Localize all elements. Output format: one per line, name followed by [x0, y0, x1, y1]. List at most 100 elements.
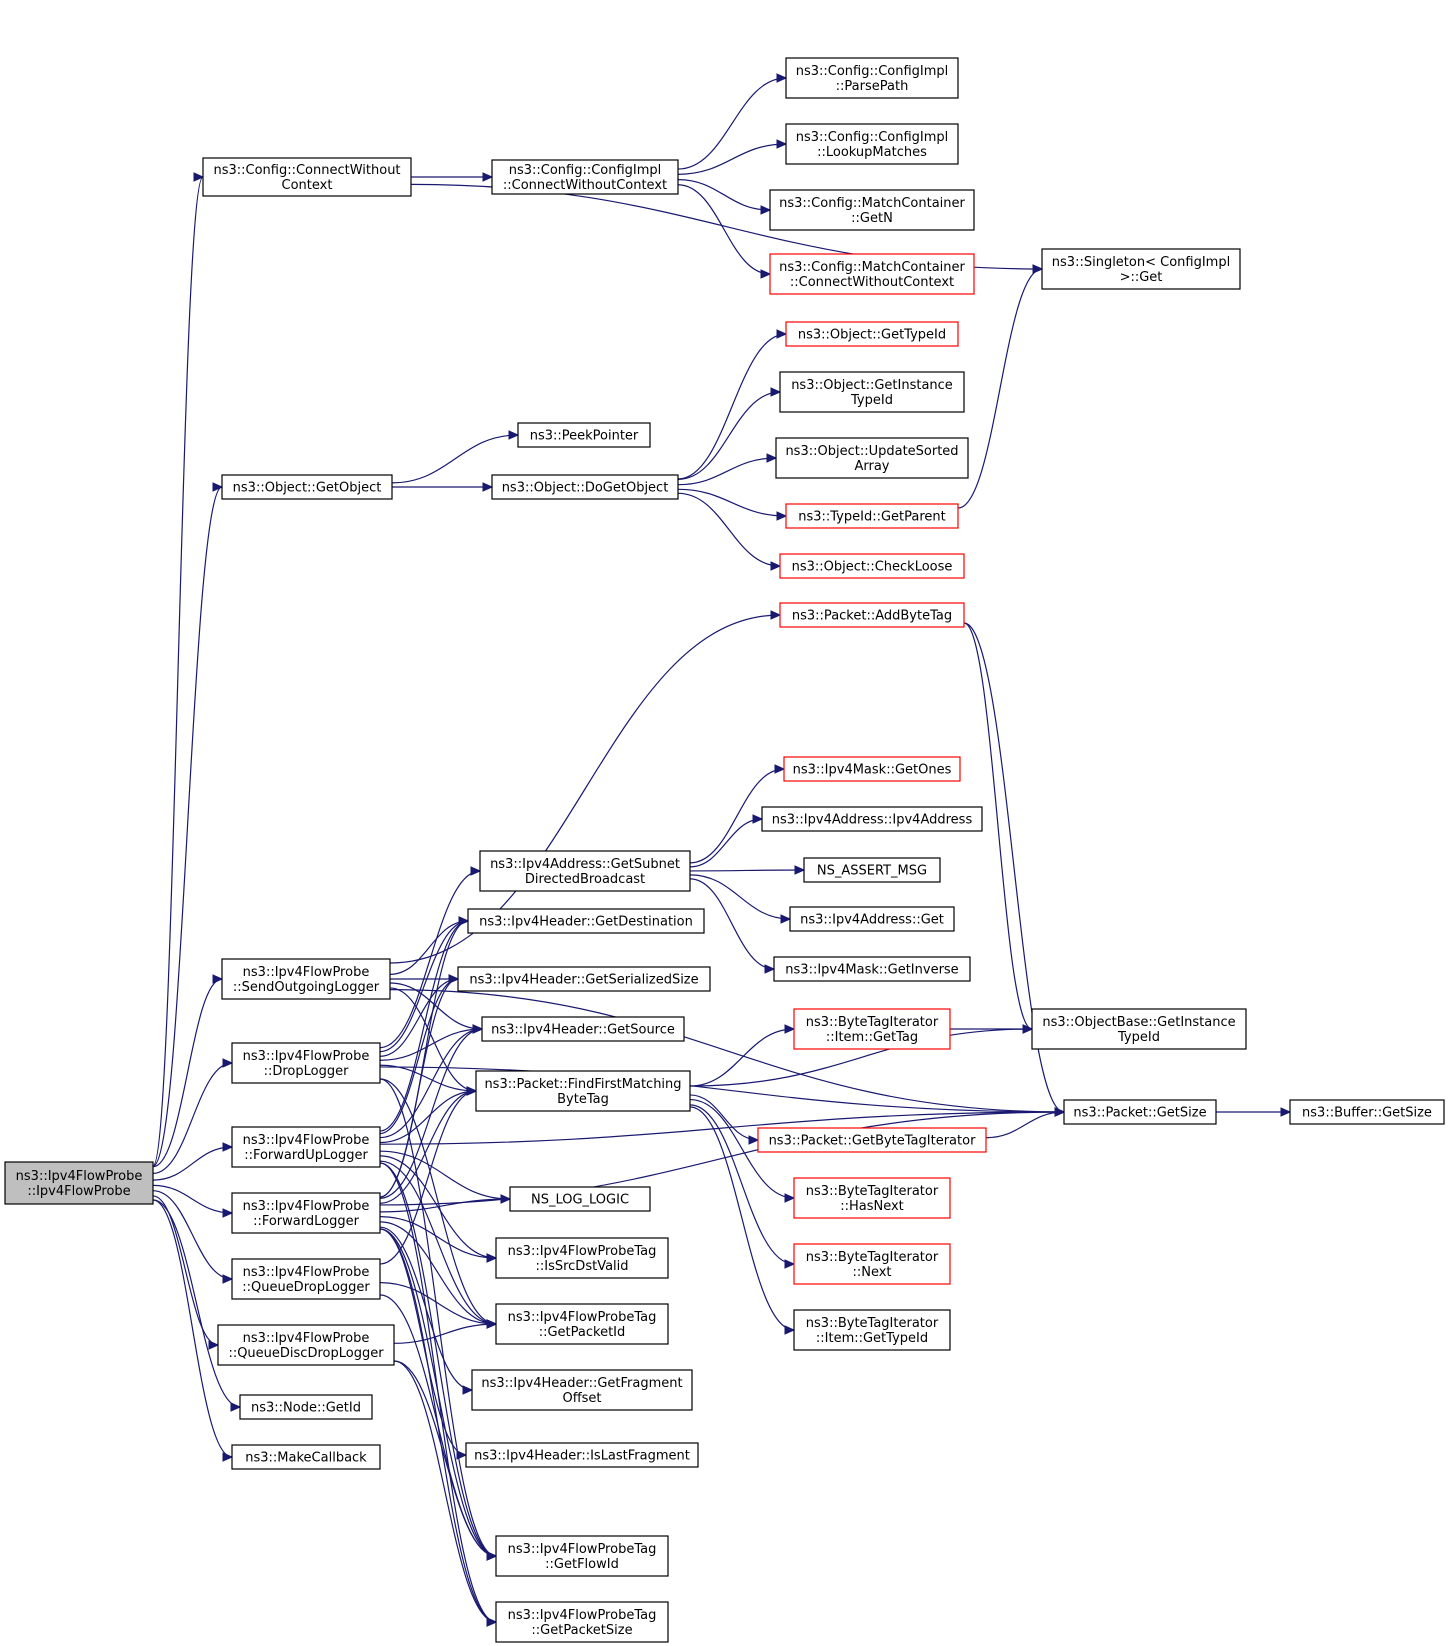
node-btiGetTag[interactable]: ns3::ByteTagIterator::Item::GetTag	[793, 1008, 951, 1050]
node-label-line: DirectedBroadcast	[525, 872, 645, 887]
node-btiGetTypeId[interactable]: ns3::ByteTagIterator::Item::GetTypeId	[793, 1309, 951, 1351]
node-isLastFragment[interactable]: ns3::Ipv4Header::IsLastFragment	[465, 1442, 699, 1468]
arrowhead	[222, 1058, 234, 1068]
node-fwdLogger[interactable]: ns3::Ipv4FlowProbe::ForwardLogger	[231, 1192, 381, 1234]
node-getByteTagIter[interactable]: ns3::Packet::GetByteTagIterator	[757, 1127, 987, 1153]
edge-root-to-dropLogger	[152, 1058, 234, 1174]
node-doGetObject[interactable]: ns3::Object::DoGetObject	[491, 474, 679, 500]
edge-line	[379, 1078, 497, 1557]
arrowhead	[760, 205, 772, 215]
node-root[interactable]: ns3::Ipv4FlowProbe::Ipv4FlowProbe	[4, 1161, 154, 1205]
node-tagGetFlowId[interactable]: ns3::Ipv4FlowProbeTag::GetFlowId	[495, 1535, 669, 1577]
node-label-line: ns3::Object::GetTypeId	[798, 328, 946, 343]
edge-doGetObject-to-checkLoose	[677, 492, 782, 571]
node-ipv4AddrGet[interactable]: ns3::Ipv4Address::Get	[789, 906, 955, 932]
edge-line	[963, 622, 1033, 1030]
node-label-line: NS_ASSERT_MSG	[817, 864, 927, 879]
node-box	[239, 1394, 373, 1420]
node-label-line: ns3::Ipv4FlowProbe	[243, 1331, 370, 1346]
node-box	[773, 956, 971, 982]
node-sendOutgoing[interactable]: ns3::Ipv4FlowProbe::SendOutgoingLogger	[221, 958, 391, 1000]
node-nsAssertMsg[interactable]: NS_ASSERT_MSG	[803, 857, 941, 883]
node-singletonGet[interactable]: ns3::Singleton< ConfigImpl >::Get	[1041, 248, 1241, 290]
node-fwdUpLogger[interactable]: ns3::Ipv4FlowProbe::ForwardUpLogger	[231, 1126, 381, 1168]
node-pktGetSize[interactable]: ns3::Packet::GetSize	[1063, 1099, 1217, 1125]
arrowhead	[448, 974, 460, 984]
node-label-line: ns3::PeekPointer	[530, 429, 639, 444]
node-getSubnetDirected[interactable]: ns3::Ipv4Address::GetSubnetDirectedBroad…	[479, 850, 691, 892]
node-label-line: ns3::ByteTagIterator	[806, 1316, 939, 1331]
arrowhead	[508, 430, 520, 440]
node-bufGetSize[interactable]: ns3::Buffer::GetSize	[1289, 1099, 1445, 1125]
edge-line	[152, 978, 223, 1168]
node-label-line: TypeId	[850, 393, 893, 408]
node-maskGetInverse[interactable]: ns3::Ipv4Mask::GetInverse	[773, 956, 971, 982]
node-typeIdGetParent[interactable]: ns3::TypeId::GetParent	[785, 503, 959, 529]
node-isSrcDstValid[interactable]: ns3::Ipv4FlowProbeTag::IsSrcDstValid	[495, 1237, 669, 1279]
edge-line	[379, 978, 459, 1135]
node-getObject[interactable]: ns3::Object::GetObject	[221, 474, 393, 500]
node-box	[783, 756, 961, 782]
node-label-line: ns3::Config::MatchContainer	[779, 196, 965, 211]
edge-queueDiscDropLogger-to-tagGetFlowId	[393, 1360, 498, 1561]
node-addByteTag[interactable]: ns3::Packet::AddByteTag	[779, 602, 965, 628]
node-maskGetOnes[interactable]: ns3::Ipv4Mask::GetOnes	[783, 756, 961, 782]
node-btiNext[interactable]: ns3::ByteTagIterator::Next	[793, 1243, 951, 1285]
node-btiHasNext[interactable]: ns3::ByteTagIterator::HasNext	[793, 1177, 951, 1219]
edge-line	[379, 1028, 483, 1199]
node-parsePath[interactable]: ns3::Config::ConfigImpl::ParsePath	[785, 57, 959, 99]
node-label-line: ByteTag	[557, 1092, 609, 1107]
edge-line	[389, 920, 469, 975]
node-tagGetPacketSize[interactable]: ns3::Ipv4FlowProbeTag::GetPacketSize	[495, 1601, 669, 1643]
arrowhead	[770, 387, 782, 397]
node-ipv4AddrCtor[interactable]: ns3::Ipv4Address::Ipv4Address	[761, 806, 983, 832]
arrowhead	[748, 1135, 760, 1145]
node-cfgImplConnect[interactable]: ns3::Config::ConfigImpl::ConnectWithoutC…	[491, 159, 679, 195]
edge-line	[379, 1198, 511, 1213]
arrowhead	[784, 1193, 796, 1203]
node-checkLoose[interactable]: ns3::Object::CheckLoose	[779, 553, 965, 579]
edge-queueDropLogger-to-findFirst	[379, 1086, 478, 1265]
node-peekPointer[interactable]: ns3::PeekPointer	[517, 422, 651, 448]
node-tagGetPacketId[interactable]: ns3::Ipv4FlowProbeTag::GetPacketId	[495, 1303, 669, 1345]
node-mcConnect[interactable]: ns3::Config::MatchContainer::ConnectWith…	[769, 253, 975, 295]
edge-line	[677, 333, 787, 480]
node-lookupMatches[interactable]: ns3::Config::ConfigImpl::LookupMatches	[785, 123, 959, 165]
edge-getSubnetDirected-to-maskGetInverse	[689, 878, 776, 974]
node-objGetTypeId[interactable]: ns3::Object::GetTypeId	[785, 321, 959, 347]
edge-cfgConnect-to-cfgImplConnect	[410, 172, 494, 182]
node-box	[517, 422, 651, 448]
node-label-line: ::GetFlowId	[545, 1557, 619, 1572]
node-box	[231, 1192, 381, 1234]
node-makeCallback[interactable]: ns3::MakeCallback	[231, 1444, 381, 1470]
node-dropLogger[interactable]: ns3::Ipv4FlowProbe::DropLogger	[231, 1042, 381, 1084]
node-label-line: ::QueueDiscDropLogger	[228, 1346, 384, 1361]
node-label-line: ::GetPacketId	[539, 1325, 626, 1340]
node-box	[785, 321, 959, 347]
node-nsLogLogic[interactable]: NS_LOG_LOGIC	[509, 1186, 651, 1212]
arrowhead	[784, 1325, 796, 1335]
node-queueDropLogger[interactable]: ns3::Ipv4FlowProbe::QueueDropLogger	[231, 1258, 381, 1300]
node-box	[779, 371, 965, 413]
edge-doGetObject-to-objUpdateSorted	[677, 453, 778, 486]
edge-line	[379, 1090, 477, 1204]
node-getSerializedSize[interactable]: ns3::Ipv4Header::GetSerializedSize	[457, 966, 711, 992]
node-cfgConnect[interactable]: ns3::Config::ConnectWithoutContext	[202, 157, 412, 197]
node-mcGetN[interactable]: ns3::Config::MatchContainer::GetN	[769, 189, 975, 231]
arrowhead	[774, 764, 786, 774]
node-queueDiscDropLogger[interactable]: ns3::Ipv4FlowProbe::QueueDiscDropLogger	[217, 1324, 395, 1366]
node-getSource[interactable]: ns3::Ipv4Header::GetSource	[481, 1016, 685, 1042]
node-getDestination[interactable]: ns3::Ipv4Header::GetDestination	[467, 908, 705, 934]
arrowhead	[776, 139, 788, 149]
node-box	[1041, 248, 1241, 290]
node-nodeGetId[interactable]: ns3::Node::GetId	[239, 1394, 373, 1420]
node-label-line: ::HasNext	[840, 1199, 904, 1214]
edge-line	[379, 978, 459, 1057]
node-box	[793, 1177, 951, 1219]
edge-doGetObject-to-objGetInstanceTypeId	[677, 387, 782, 480]
